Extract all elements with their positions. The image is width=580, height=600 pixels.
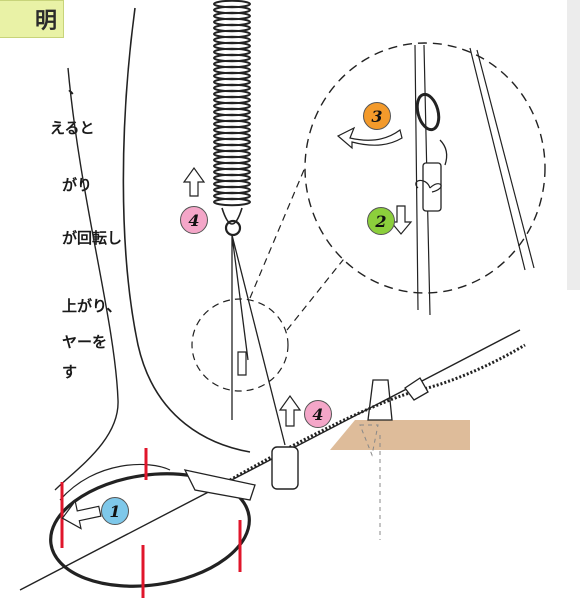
ring-icon [49, 472, 251, 588]
step-text-line-6: ヤーを [62, 333, 108, 351]
step-badge-4b: 4 [304, 400, 332, 428]
step-badge-1: 1 [101, 497, 129, 525]
trunk-outline-left [54, 67, 119, 491]
step-badge-4b-label: 4 [312, 404, 324, 424]
step-badge-3: 3 [363, 102, 391, 130]
left-arrow-icon [61, 499, 102, 530]
ground-section [330, 420, 470, 450]
root-curve [59, 463, 171, 501]
trigger-plate [183, 469, 256, 501]
step-badge-3-label: 3 [371, 106, 383, 126]
step-text-line-1: 、 [68, 79, 84, 97]
trunk-outline [122, 7, 251, 453]
side-panel [567, 0, 580, 290]
step-badge-4: 4 [180, 206, 208, 234]
section-title-text: 明 [34, 9, 57, 34]
down-arrow-icon [389, 205, 413, 235]
step-text-line-7: す [62, 363, 78, 381]
stake-markers [60, 448, 242, 598]
stake-underground [359, 424, 381, 540]
up-arrow-icon [182, 166, 206, 197]
step-badge-2-label: 2 [375, 211, 387, 231]
wire-lines [231, 234, 286, 446]
small-clamp [237, 351, 247, 376]
step-text-line-4: が回転し [62, 229, 123, 247]
step-badge-1-label: 1 [109, 501, 121, 521]
base-line [19, 329, 521, 591]
spring-coil [213, 197, 251, 207]
detail-marker-circle [191, 298, 289, 392]
up-arrow-icon-2 [278, 394, 302, 427]
magnified-detail [414, 44, 535, 316]
stake-icon [367, 379, 393, 421]
section-title: 明 [0, 0, 64, 38]
step-text-line-2: えると [50, 119, 95, 137]
clamp-icon-2 [271, 446, 299, 490]
step-badge-4-label: 4 [188, 210, 200, 230]
rotation-arrow-icon [336, 126, 403, 150]
clamp-icon [404, 377, 429, 401]
spring-icon [212, 0, 252, 237]
step-badge-2: 2 [367, 207, 395, 235]
